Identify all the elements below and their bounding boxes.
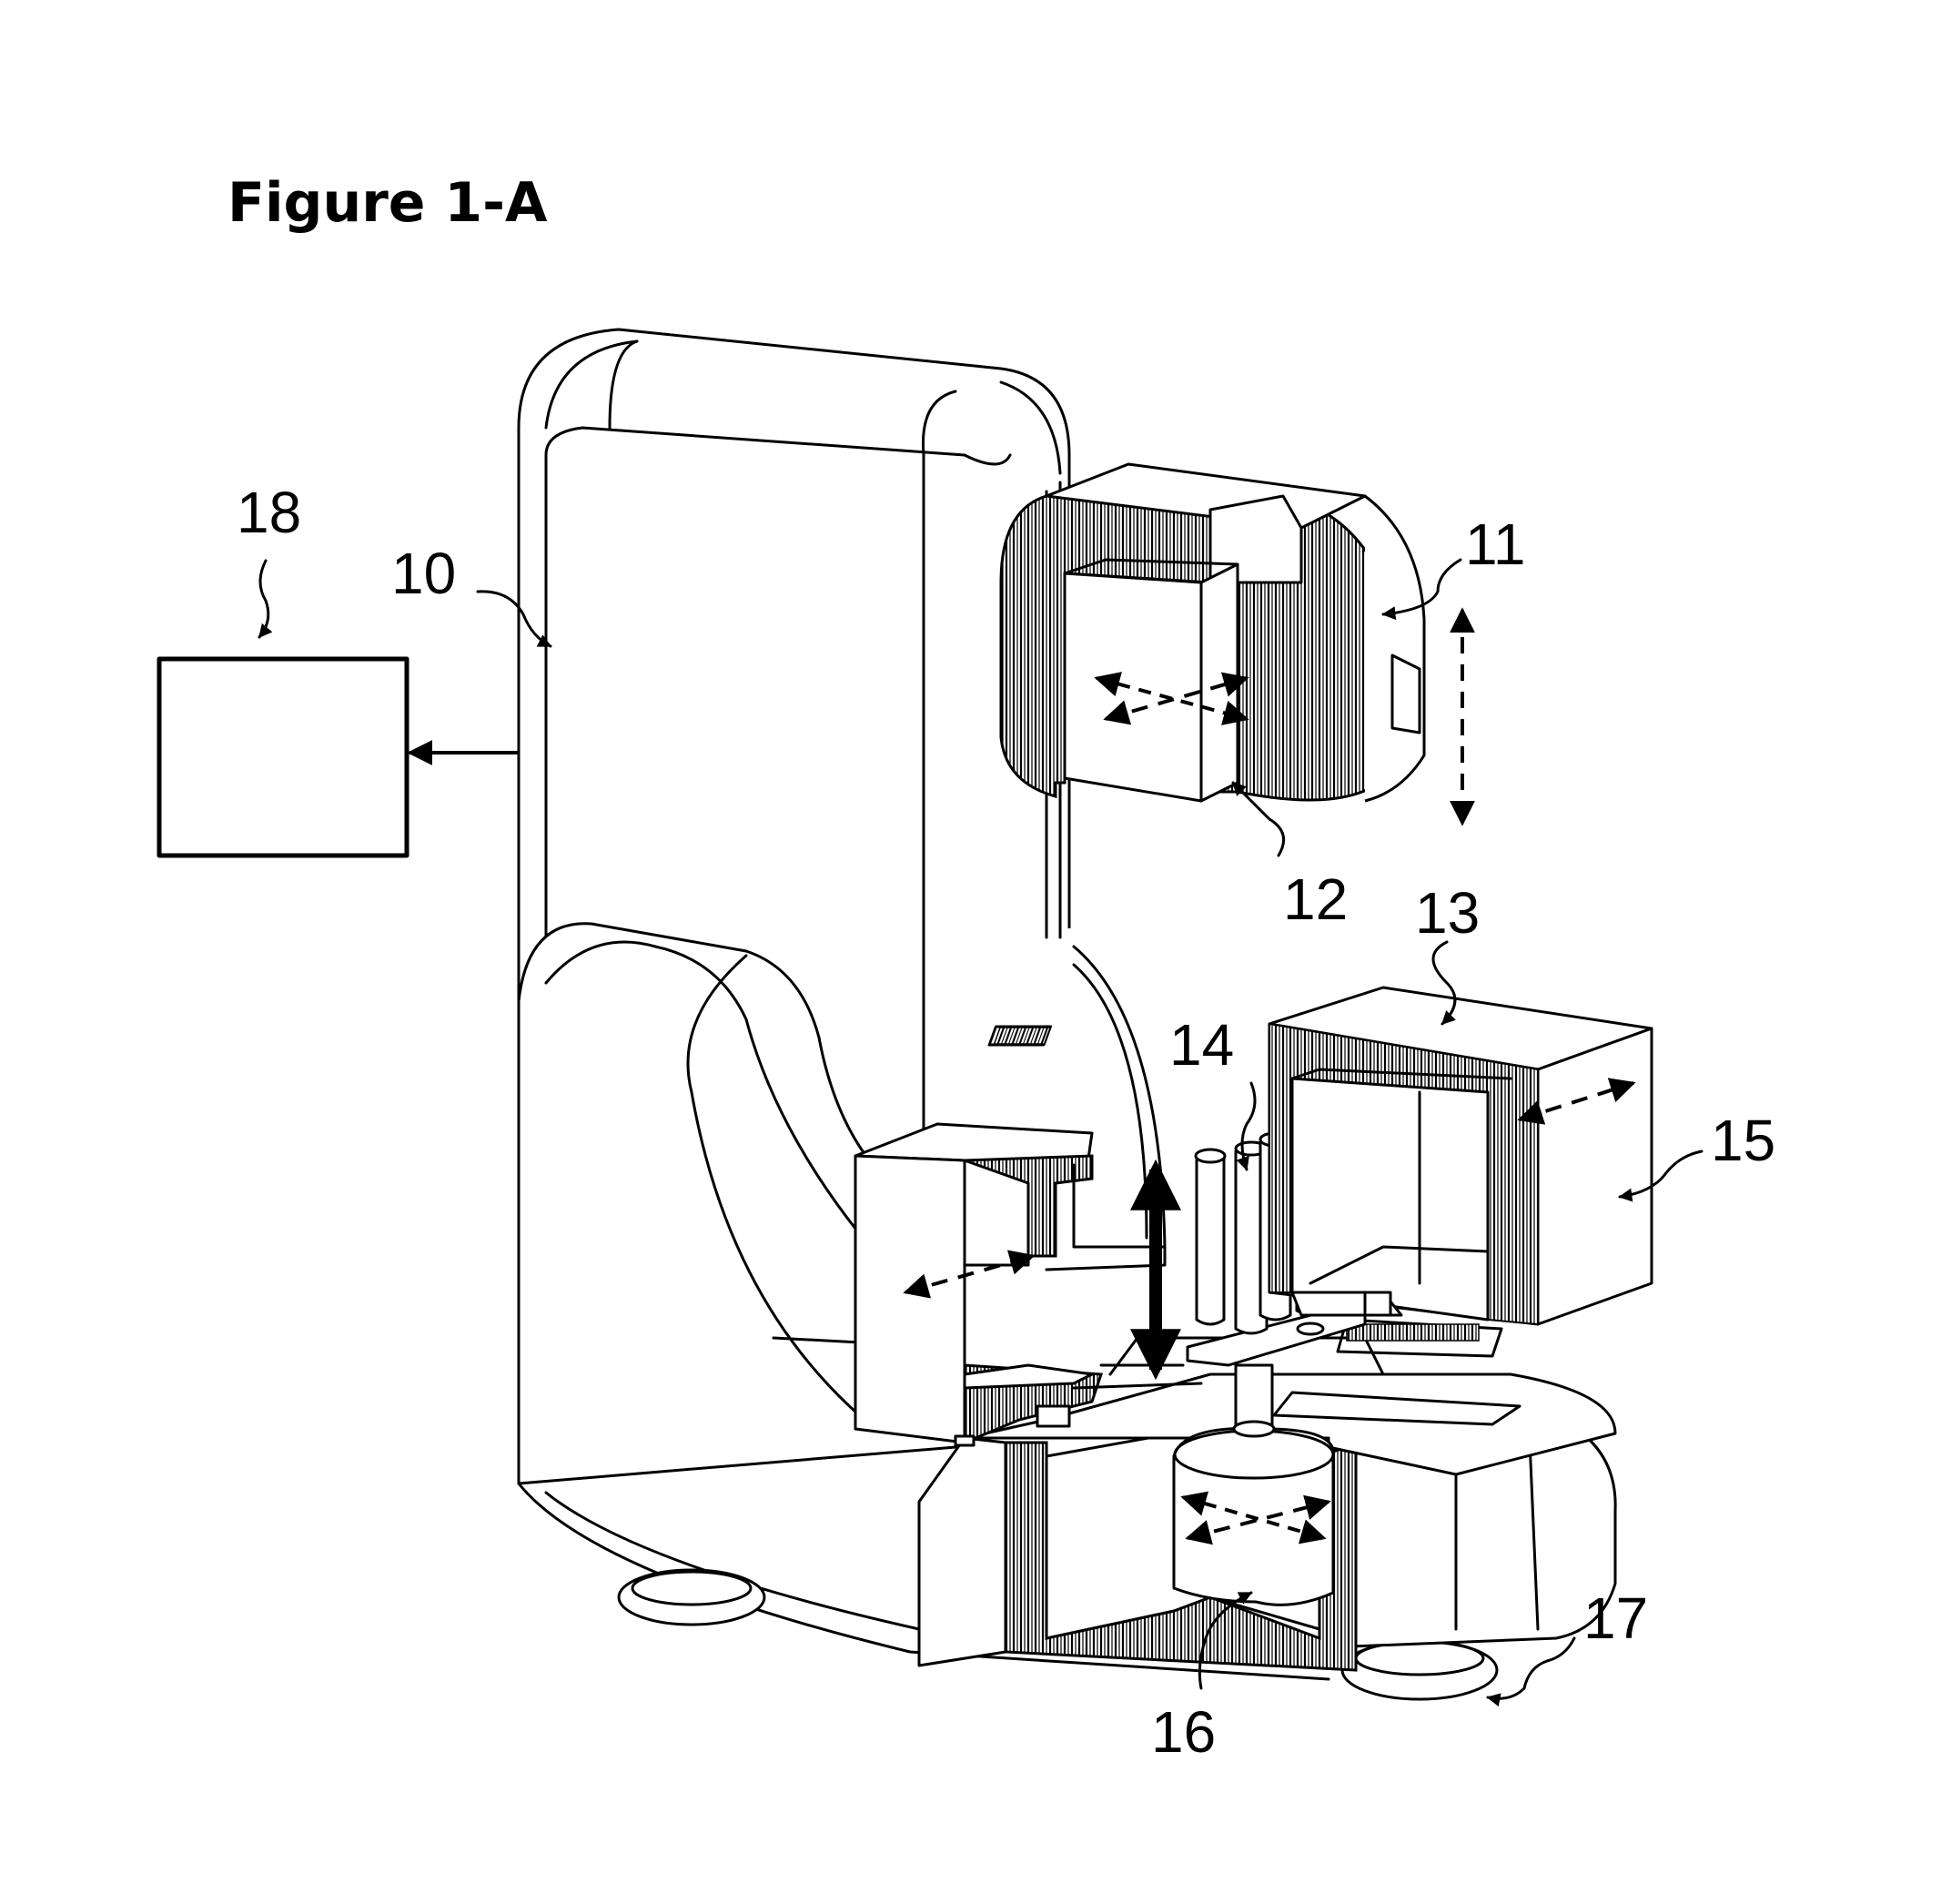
control-unit-18 xyxy=(159,659,407,856)
ref-label-16: 16 xyxy=(1151,1699,1216,1765)
ref-label-14: 14 xyxy=(1169,1012,1234,1078)
ref-label-18: 18 xyxy=(237,480,301,545)
ref-label-15: 15 xyxy=(1711,1108,1775,1173)
ref-label-17: 17 xyxy=(1583,1585,1648,1651)
ref-label-13: 13 xyxy=(1415,880,1480,946)
upper-head-11 xyxy=(1001,464,1424,801)
ref-label-11: 11 xyxy=(1465,511,1525,577)
ref-label-12: 12 xyxy=(1283,866,1348,932)
ref-label-10: 10 xyxy=(391,541,456,606)
